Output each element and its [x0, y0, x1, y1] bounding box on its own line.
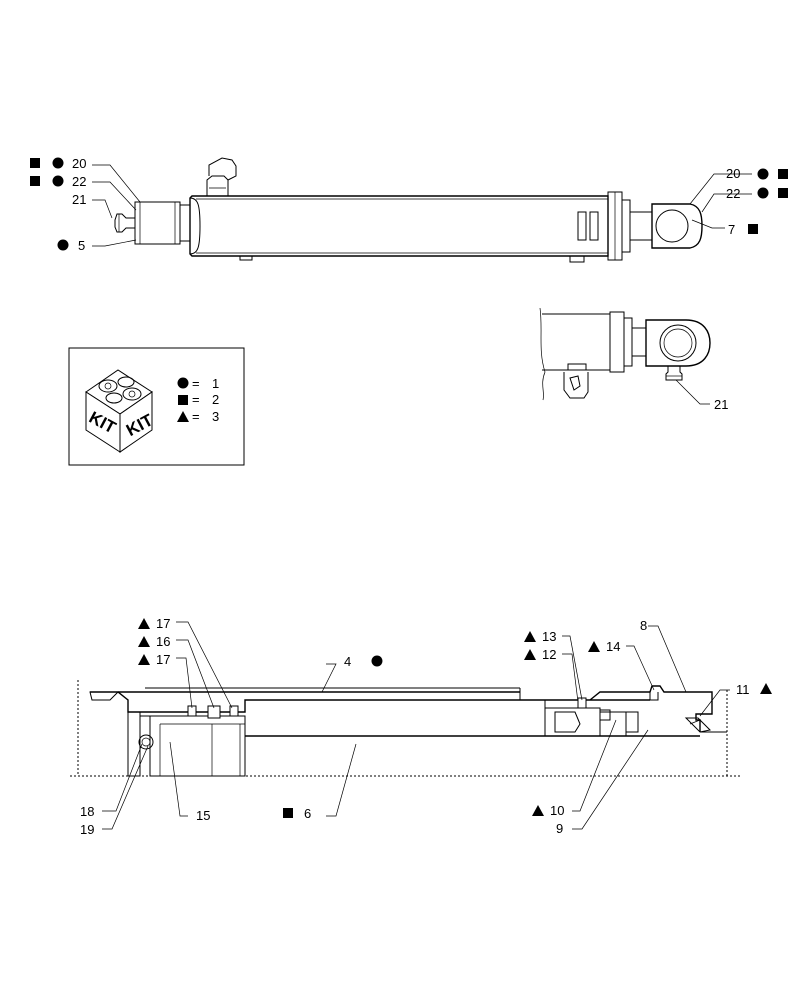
leaders-top [92, 164, 752, 247]
callout-19: 19 [80, 822, 94, 837]
legend-eq-1: = [192, 376, 200, 391]
callout-16: 16 [156, 634, 170, 649]
circle-symbol [57, 239, 69, 251]
triangle-symbol [138, 618, 150, 629]
callout-14: 14 [606, 639, 620, 654]
callout-10: 10 [550, 803, 564, 818]
callout-21-left: 21 [72, 192, 86, 207]
callout-11: 11 [736, 682, 750, 697]
circle-symbol [52, 175, 64, 187]
legend-value-2: 2 [212, 392, 219, 407]
triangle-symbol [177, 411, 189, 422]
circle-symbol [757, 187, 769, 199]
callout-4: 4 [344, 654, 351, 669]
callout-15: 15 [196, 808, 210, 823]
callout-20-left: 20 [72, 156, 86, 171]
triangle-symbol [138, 654, 150, 665]
legend-eq-2: = [192, 392, 200, 407]
callout-20-right: 20 [726, 166, 740, 181]
callout-7: 7 [728, 222, 735, 237]
legend-eq-3: = [192, 409, 200, 424]
callout-8: 8 [640, 618, 647, 633]
callout-17-mid: 17 [156, 652, 170, 667]
triangle-symbol [524, 649, 536, 660]
legend-value-1: 1 [212, 376, 219, 391]
square-symbol [30, 176, 40, 186]
triangle-symbol [532, 805, 544, 816]
callout-21-detail: 21 [714, 397, 728, 412]
callout-9: 9 [556, 821, 563, 836]
square-symbol [283, 808, 293, 818]
triangle-symbol [760, 683, 772, 694]
circle-symbol [757, 168, 769, 180]
square-symbol [748, 224, 758, 234]
callout-17-top: 17 [156, 616, 170, 631]
square-symbol [178, 395, 188, 405]
callout-22-left: 22 [72, 174, 86, 189]
circle-symbol [52, 157, 64, 169]
callouts-top: 20 22 21 5 20 22 7 [30, 156, 788, 253]
triangle-symbol [524, 631, 536, 642]
section-view [70, 680, 740, 777]
square-symbol [778, 169, 788, 179]
circle-symbol [371, 655, 383, 667]
callout-18: 18 [80, 804, 94, 819]
callouts-bottom: 17 16 17 4 13 12 14 8 11 18 19 15 6 10 9 [80, 616, 772, 837]
cylinder-assembly [114, 157, 703, 263]
square-symbol [778, 188, 788, 198]
legend-value-3: 3 [212, 409, 219, 424]
square-symbol [30, 158, 40, 168]
leaders-bottom [102, 621, 730, 830]
circle-symbol [177, 377, 189, 389]
triangle-symbol [588, 641, 600, 652]
rod-eye-detail: 21 [539, 307, 728, 412]
callout-6: 6 [304, 806, 311, 821]
kit-legend: KIT KIT = 1 = 2 = 3 [68, 347, 245, 466]
callout-22-right: 22 [726, 186, 740, 201]
callout-12: 12 [542, 647, 556, 662]
callout-13: 13 [542, 629, 556, 644]
callout-5: 5 [78, 238, 85, 253]
triangle-symbol [138, 636, 150, 647]
